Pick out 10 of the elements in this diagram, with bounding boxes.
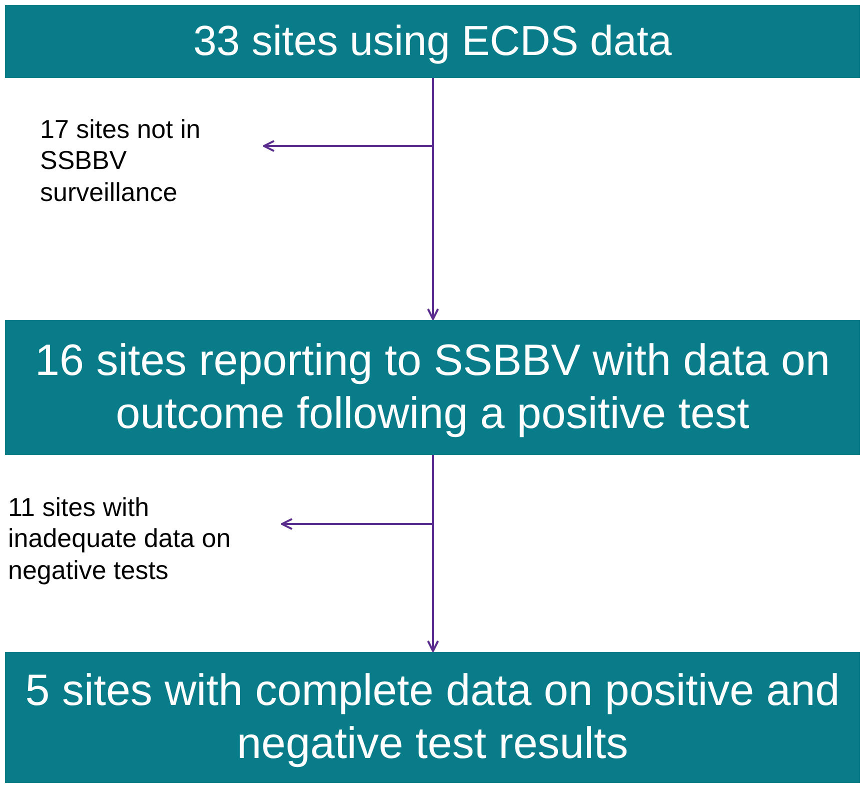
arrow bbox=[427, 78, 439, 320]
box-text: 16 sites reporting to SSBBV with data on outcome following a positive test bbox=[34, 334, 831, 440]
process-box bbox=[5, 5, 860, 78]
box-text: 33 sites using ECDS data bbox=[193, 16, 672, 66]
process-box bbox=[5, 652, 860, 783]
box-text: 5 sites with complete data on positive and negative test results bbox=[25, 664, 840, 770]
exclusion-note-text: 17 sites not in SSBBV surveillance bbox=[40, 114, 202, 208]
arrow bbox=[427, 455, 439, 652]
exclusion-note-text: 11 sites with inadequate data on negative tests bbox=[8, 492, 232, 586]
process-box bbox=[5, 320, 860, 455]
